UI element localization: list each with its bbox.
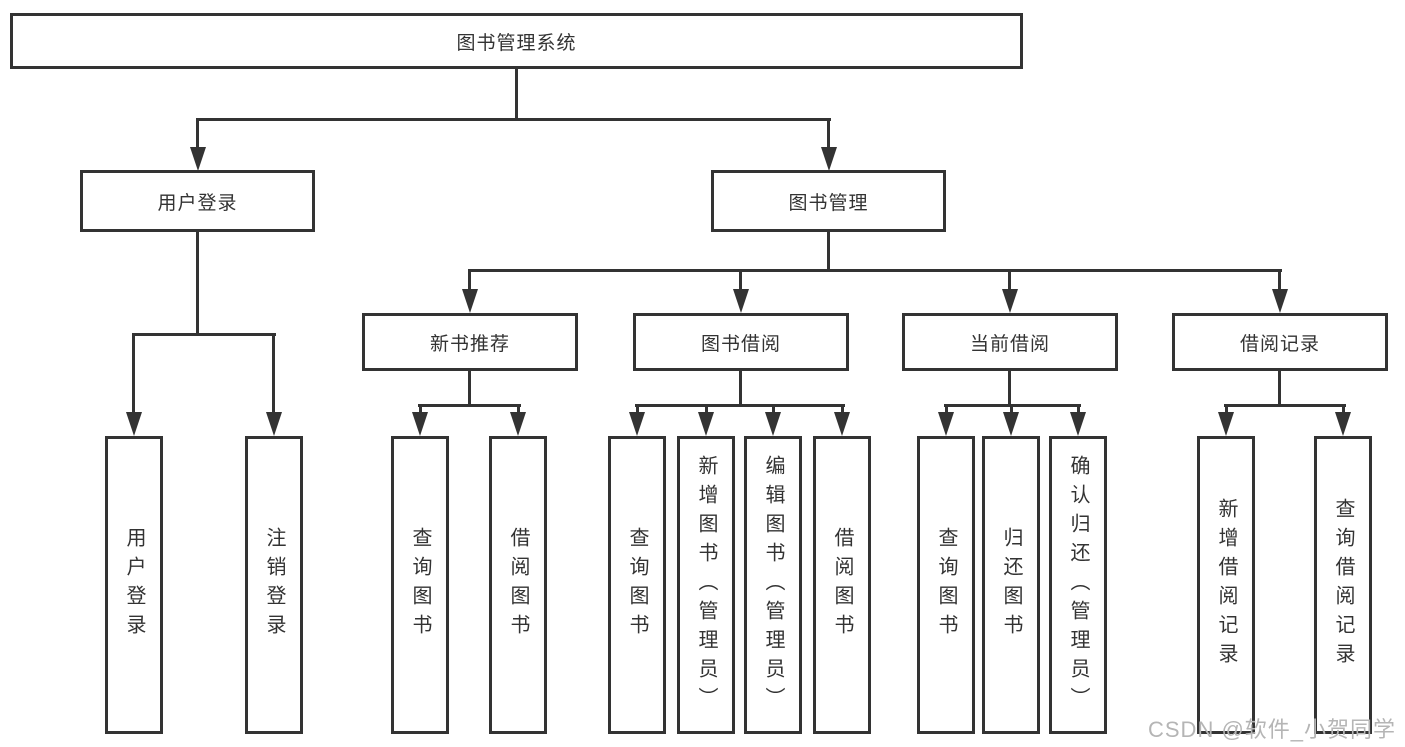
leaf-label: 新增图书（管理员） xyxy=(695,454,717,716)
connector-line xyxy=(635,404,845,407)
connector-line xyxy=(739,371,742,406)
leaf-label: 用户登录 xyxy=(123,527,145,643)
leaf-query-books-borrowing: 查询图书 xyxy=(608,436,666,734)
connector-line xyxy=(196,121,199,149)
connector-arrow-down xyxy=(1272,289,1288,313)
connector-arrow-down xyxy=(834,412,850,436)
node-label: 借阅记录 xyxy=(1239,333,1320,355)
leaf-confirm-return-admin: 确认归还（管理员） xyxy=(1049,436,1107,734)
leaf-label: 借阅图书 xyxy=(507,527,529,643)
connector-line xyxy=(517,407,520,414)
node-label: 当前借阅 xyxy=(969,333,1050,355)
node-library-system: 图书管理系统 xyxy=(10,13,1023,69)
connector-line xyxy=(705,407,708,414)
connector-line xyxy=(1225,407,1228,414)
leaf-label: 新增借阅记录 xyxy=(1215,498,1237,672)
connector-arrow-down xyxy=(821,147,837,171)
connector-line xyxy=(272,336,275,412)
connector-line xyxy=(132,333,276,336)
connector-line xyxy=(419,407,422,414)
connector-arrow-down xyxy=(938,412,954,436)
connector-line xyxy=(636,407,639,414)
leaf-user-login: 用户登录 xyxy=(105,436,163,734)
connector-arrow-down xyxy=(733,289,749,313)
node-borrowing-records: 借阅记录 xyxy=(1172,313,1388,371)
leaf-logout: 注销登录 xyxy=(245,436,303,734)
node-label: 图书管理系统 xyxy=(456,32,577,54)
leaf-label: 查询借阅记录 xyxy=(1332,498,1354,672)
leaf-borrow-books-recommend: 借阅图书 xyxy=(489,436,547,734)
connector-arrow-down xyxy=(629,412,645,436)
connector-line xyxy=(945,407,948,414)
connector-line xyxy=(1010,407,1013,414)
node-new-book-recommendation: 新书推荐 xyxy=(362,313,578,371)
leaf-label: 查询图书 xyxy=(935,527,957,643)
connector-line xyxy=(1278,371,1281,406)
leaf-query-borrow-record: 查询借阅记录 xyxy=(1314,436,1372,734)
connector-arrow-down xyxy=(1335,412,1351,436)
connector-arrow-down xyxy=(698,412,714,436)
connector-line xyxy=(196,118,831,121)
connector-arrow-down xyxy=(1002,289,1018,313)
connector-line xyxy=(1008,371,1011,406)
leaf-label: 查询图书 xyxy=(626,527,648,643)
watermark: CSDN @软件_小贺同学 xyxy=(1148,717,1397,742)
connector-line xyxy=(468,269,1282,272)
connector-arrow-down xyxy=(126,412,142,436)
connector-line xyxy=(132,336,135,412)
leaf-edit-book-admin: 编辑图书（管理员） xyxy=(744,436,802,734)
node-label: 新书推荐 xyxy=(429,333,510,355)
connector-line xyxy=(468,272,471,291)
leaf-label: 注销登录 xyxy=(263,527,285,643)
leaf-query-books-recommend: 查询图书 xyxy=(391,436,449,734)
connector-line xyxy=(1077,407,1080,414)
connector-line xyxy=(827,121,830,149)
connector-line xyxy=(772,407,775,414)
node-label: 图书借阅 xyxy=(700,333,781,355)
leaf-add-borrow-record: 新增借阅记录 xyxy=(1197,436,1255,734)
connector-line xyxy=(1008,272,1011,291)
leaf-return-books: 归还图书 xyxy=(982,436,1040,734)
connector-arrow-down xyxy=(1218,412,1234,436)
connector-arrow-down xyxy=(412,412,428,436)
node-current-borrowing: 当前借阅 xyxy=(902,313,1118,371)
connector-arrow-down xyxy=(1003,412,1019,436)
connector-line xyxy=(1342,407,1345,414)
connector-arrow-down xyxy=(190,147,206,171)
connector-line xyxy=(1278,272,1281,291)
node-book-borrowing: 图书借阅 xyxy=(633,313,849,371)
connector-line xyxy=(827,232,830,272)
connector-line xyxy=(1224,404,1346,407)
leaf-add-book-admin: 新增图书（管理员） xyxy=(677,436,735,734)
connector-line xyxy=(468,371,471,406)
leaf-borrow-books-borrowing: 借阅图书 xyxy=(813,436,871,734)
connector-arrow-down xyxy=(266,412,282,436)
leaf-label: 借阅图书 xyxy=(831,527,853,643)
leaf-label: 确认归还（管理员） xyxy=(1067,454,1089,716)
connector-arrow-down xyxy=(510,412,526,436)
connector-line xyxy=(739,272,742,291)
node-label: 用户登录 xyxy=(157,192,238,214)
connector-arrow-down xyxy=(765,412,781,436)
connector-line xyxy=(841,407,844,414)
leaf-label: 查询图书 xyxy=(409,527,431,643)
connector-line xyxy=(944,404,1081,407)
leaf-label: 编辑图书（管理员） xyxy=(762,454,784,716)
connector-arrow-down xyxy=(462,289,478,313)
leaf-query-books-current: 查询图书 xyxy=(917,436,975,734)
node-book-management: 图书管理 xyxy=(711,170,946,232)
connector-line xyxy=(196,232,199,336)
node-user-login: 用户登录 xyxy=(80,170,315,232)
connector-line xyxy=(515,69,518,119)
leaf-label: 归还图书 xyxy=(1000,527,1022,643)
node-label: 图书管理 xyxy=(788,192,869,214)
connector-arrow-down xyxy=(1070,412,1086,436)
connector-line xyxy=(418,404,521,407)
